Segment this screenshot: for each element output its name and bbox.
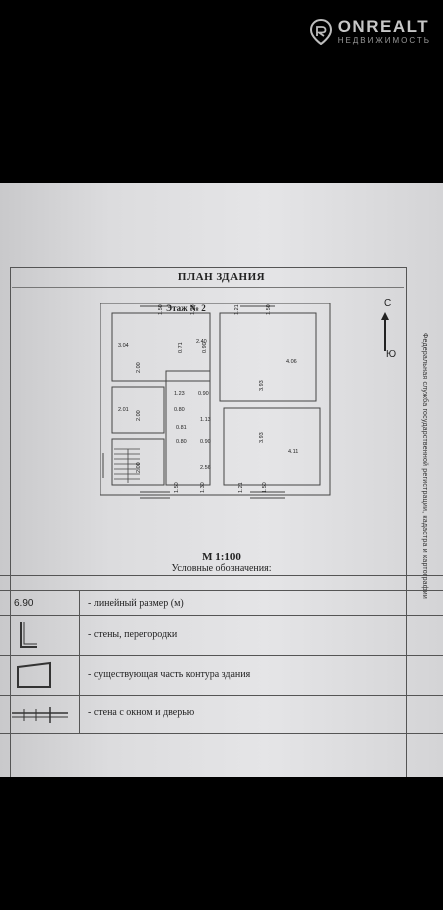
- floor-plan: 1.50 1.28 1.21 1.50 3.04 2.40 0.71 0.90 4.06 2.00…: [100, 303, 331, 499]
- room-3: [111, 386, 165, 434]
- compass-north-label: С: [384, 298, 392, 309]
- dimension-label: 0.80: [176, 439, 187, 445]
- dimension-label: 1.21: [234, 304, 240, 315]
- dimension-label: 1.50: [266, 304, 272, 315]
- sheet-border-left: [10, 267, 11, 777]
- dimension-label: 0.90: [202, 342, 208, 353]
- scale-label: М 1:100: [202, 551, 241, 563]
- dimension-label: 2.00: [136, 410, 142, 421]
- title-divider: [12, 287, 404, 288]
- watermark-logo: ONREALT НЕДВИЖИМОСТЬ: [309, 17, 431, 45]
- sheet-border-top: [10, 267, 406, 268]
- legend-description: - стены, перегородки: [88, 629, 178, 640]
- document-sheet: ПЛАН ЗДАНИЯ Этаж № 2 С Ю: [0, 183, 443, 777]
- dimension-label: 4.06: [286, 359, 297, 365]
- dimension-label: 0.90: [200, 439, 211, 445]
- dimension-label: 0.90: [198, 391, 209, 397]
- wall-window-door-icon: [12, 707, 68, 723]
- windows: [102, 305, 285, 499]
- north-arrow-icon: [381, 312, 389, 351]
- corridor: [165, 370, 211, 486]
- legend-value: 6.90: [14, 598, 34, 609]
- floor-label: Этаж № 2: [166, 303, 206, 313]
- dimension-label: 1.50: [158, 304, 164, 315]
- page-title: ПЛАН ЗДАНИЯ: [177, 271, 266, 283]
- dimension-label: 1.21: [238, 482, 244, 493]
- watermark-brand: ONREALT: [337, 17, 430, 36]
- sheet-border-right: [406, 267, 407, 777]
- side-caption: Федеральная служба государственной регис…: [421, 333, 428, 599]
- compass-south-label: Ю: [386, 349, 397, 360]
- dimension-label: 2.01: [118, 407, 129, 413]
- legend-description: - существующая часть контура здания: [88, 669, 251, 680]
- dimension-label: 2.56: [200, 465, 211, 471]
- dimension-label: 4.11: [288, 449, 298, 455]
- legend-description: - стена с окном и дверью: [88, 707, 195, 718]
- location-pin-icon: [309, 18, 332, 45]
- legend-rule: [0, 695, 443, 696]
- dimension-label: 2.00: [136, 462, 142, 473]
- legend-rule: [0, 590, 443, 591]
- legend-title: Условные обозначения:: [171, 563, 272, 574]
- dimension-label: 0.71: [178, 342, 184, 353]
- dimension-label: 1.50: [262, 482, 268, 493]
- plan-outline: [100, 303, 331, 496]
- legend-description: - линейный размер (м): [88, 598, 184, 609]
- dimension-label: 2.00: [136, 362, 142, 373]
- stairs: [114, 448, 140, 483]
- room-2: [219, 312, 317, 402]
- dimension-label: 3.04: [118, 343, 129, 349]
- dimension-label: 1.23: [174, 391, 185, 397]
- building-contour-icon: [17, 661, 51, 688]
- dimension-label: 2.40: [196, 339, 207, 345]
- legend-rule: [0, 615, 443, 616]
- dimension-label: 3.93: [259, 380, 265, 391]
- room-4: [223, 407, 321, 486]
- dimension-label: 0.80: [174, 407, 185, 413]
- legend-rule: [0, 575, 443, 576]
- legend-rule: [0, 655, 443, 656]
- dimension-label: 1.28: [190, 304, 196, 315]
- dimension-label: 0.81: [176, 425, 187, 431]
- room-1: [111, 312, 211, 382]
- wall-symbol-icon: [20, 622, 37, 648]
- stair-room: [111, 438, 165, 486]
- dimension-label: 3.93: [259, 432, 265, 443]
- watermark-subtitle: НЕДВИЖИМОСТЬ: [337, 36, 431, 45]
- dimension-label: 1.30: [200, 482, 206, 493]
- dimension-label: 1.50: [174, 482, 180, 493]
- legend-column-divider: [79, 590, 80, 733]
- legend-rule: [0, 733, 443, 734]
- dimension-label: 1.13: [200, 417, 211, 423]
